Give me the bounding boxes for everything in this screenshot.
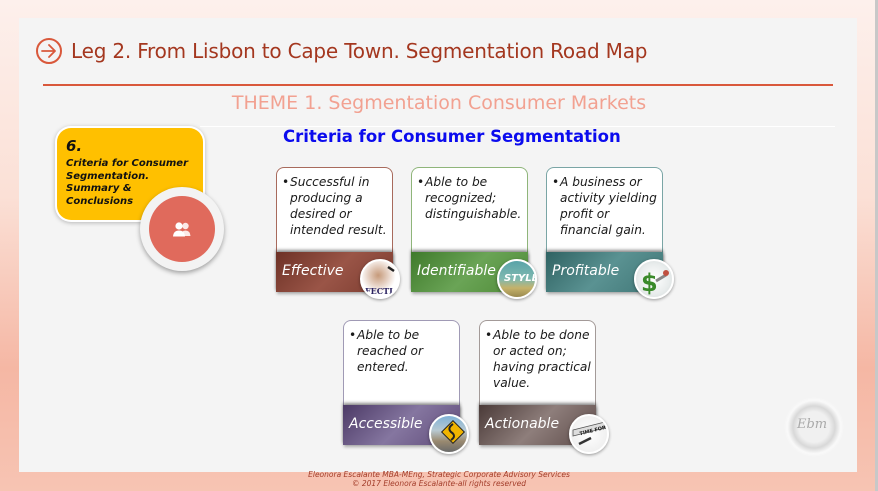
slide-title: Leg 2. From Lisbon to Cape Town. Segment… [71, 39, 648, 63]
bullet: • [282, 175, 290, 189]
card-description: • A business or activity yielding profit… [552, 174, 660, 238]
bullet: • [552, 175, 560, 189]
card-description: • Able to be recognized; distinguishable… [417, 174, 525, 222]
users-icon [173, 221, 191, 236]
card-label: Identifiable [417, 263, 496, 279]
criteria-card-profitable: • A business or activity yielding profit… [546, 167, 674, 299]
bullet: • [417, 175, 425, 189]
style-sign-icon: STYLE [497, 259, 537, 299]
footer-line-1: Eleonora Escalante MBA-MEng, Strategic C… [308, 470, 570, 479]
bullet: • [349, 328, 357, 342]
section-icon-circle [149, 196, 215, 262]
title-divider [43, 84, 833, 86]
effective-hand-icon: FECTI [360, 259, 400, 299]
card-body: • Successful in producing a desired or i… [276, 167, 393, 256]
dollar-watering-can-icon: $ [634, 259, 674, 299]
card-label: Actionable [485, 416, 560, 432]
section-number: 6. [66, 137, 83, 155]
bullet: • [485, 328, 493, 342]
criteria-card-actionable: • Able to be done or acted on; having pr… [479, 320, 609, 454]
description-text: Able to be done or acted on; having prac… [493, 328, 591, 390]
card-label: Accessible [349, 416, 423, 432]
theme-subtitle: THEME 1. Segmentation Consumer Markets [231, 92, 647, 114]
criteria-card-identifiable: • Able to be recognized; distinguishable… [411, 167, 537, 299]
criteria-heading: Criteria for Consumer Segmentation [283, 127, 621, 146]
criteria-card-accessible: • Able to be reached or entered. Accessi… [343, 320, 469, 454]
theme-divider [200, 126, 835, 127]
seal-text: Ebm [797, 417, 828, 432]
description-text: Successful in producing a desired or int… [290, 175, 387, 237]
ruler-action-icon: TIME FOR ACTION [569, 414, 609, 454]
winding-road-sign-icon [429, 414, 469, 454]
section-title: Criteria for Consumer Segmentation. Summ… [66, 158, 189, 207]
description-text: Able to be recognized; distinguishable. [425, 175, 522, 221]
criteria-card-effective: • Successful in producing a desired or i… [276, 167, 400, 299]
description-text: Able to be reached or entered. [357, 328, 423, 374]
footer-line-2: © 2017 Eleonora Escalante-all rights res… [351, 479, 527, 488]
svg-text:STYLE: STYLE [504, 273, 535, 284]
card-label: Effective [282, 263, 344, 279]
card-description: • Successful in producing a desired or i… [282, 174, 390, 238]
card-description: • Able to be done or acted on; having pr… [485, 327, 593, 391]
card-body: • Able to be reached or entered. [343, 320, 460, 409]
svg-text:FECTI: FECTI [365, 286, 393, 296]
footer: Eleonora Escalante MBA-MEng, Strategic C… [0, 470, 878, 488]
section-icon-ring[interactable] [140, 187, 224, 271]
card-label: Profitable [552, 263, 620, 279]
card-body: • Able to be done or acted on; having pr… [479, 320, 596, 409]
slide-title-row: Leg 2. From Lisbon to Cape Town. Segment… [36, 38, 647, 64]
card-description: • Able to be reached or entered. [349, 327, 457, 375]
signature-seal-logo: Ebm [787, 400, 841, 454]
svg-text:$: $ [641, 269, 658, 297]
description-text: A business or activity yielding profit o… [560, 175, 657, 237]
circle-arrow-right-icon[interactable] [36, 38, 62, 64]
card-body: • Able to be recognized; distinguishable… [411, 167, 528, 256]
card-body: • A business or activity yielding profit… [546, 167, 663, 256]
scrollbar-edge [875, 0, 878, 491]
